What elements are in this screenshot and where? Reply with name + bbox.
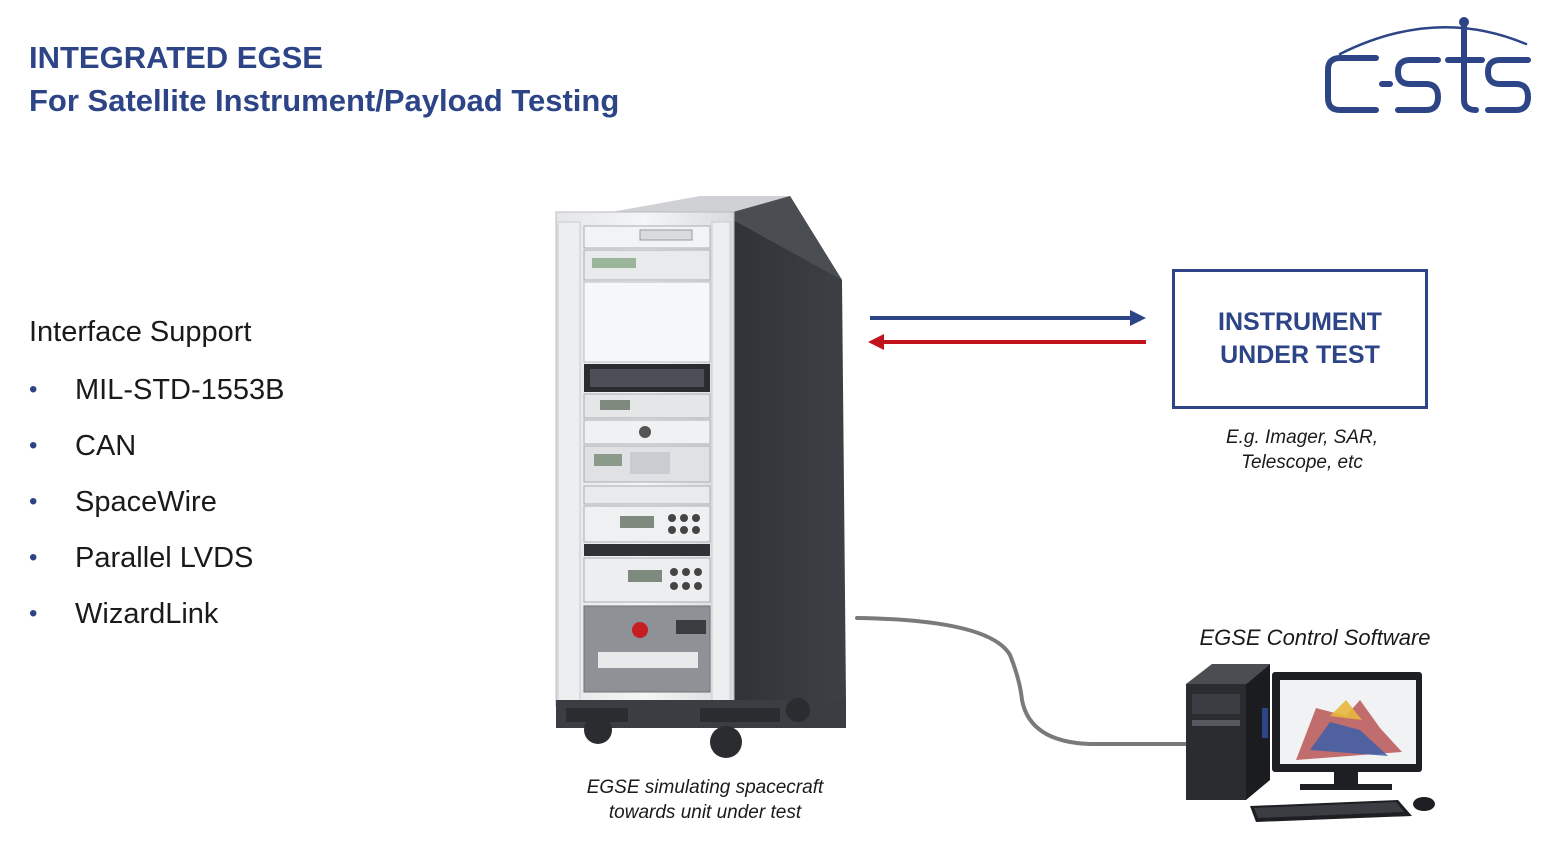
- iut-label-line-2: UNDER TEST: [1220, 341, 1380, 369]
- instrument-caption: E.g. Imager, SAR, Telescope, etc: [1225, 427, 1379, 473]
- instrument-under-test-box: INSTRUMENT UNDER TEST: [1172, 269, 1428, 409]
- arrow-to-instrument: [870, 310, 1146, 326]
- csts-logo: [1325, 17, 1532, 113]
- control-software-caption: EGSE Control Software: [1199, 625, 1431, 650]
- egse-rack-caption: EGSE simulating spacecraft towards unit …: [586, 777, 824, 823]
- iut-label-line-1: INSTRUMENT: [1218, 308, 1382, 336]
- title-line-1: INTEGRATED EGSE: [29, 40, 323, 75]
- page-title: INTEGRATED EGSE For Satellite Instrument…: [29, 36, 619, 122]
- control-workstation: [1186, 664, 1435, 822]
- connection-cable: [855, 616, 1188, 746]
- arrow-from-instrument: [868, 334, 1146, 350]
- interface-support-heading: Interface Support: [29, 316, 252, 348]
- egse-rack: [555, 196, 846, 758]
- title-line-2: For Satellite Instrument/Payload Testing: [29, 83, 620, 118]
